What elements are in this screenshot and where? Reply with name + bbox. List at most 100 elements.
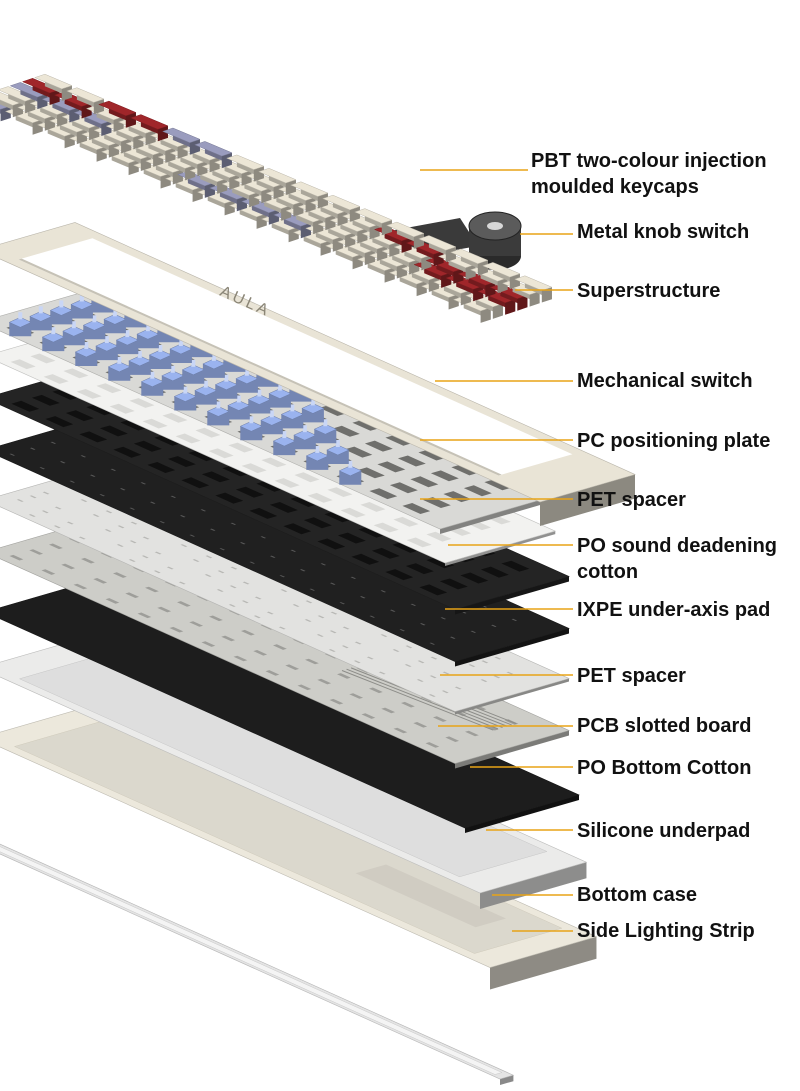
switch-stem — [59, 300, 64, 308]
ixpe-pad-hole — [309, 588, 315, 591]
pet-spacer-top-cutout — [228, 442, 254, 453]
keycap-side — [505, 299, 516, 315]
pet-spacer-top-cutout — [30, 353, 56, 364]
pet-spacer-top-cutout — [241, 463, 267, 474]
keycap-side — [209, 156, 220, 173]
pcb-switch-socket — [177, 601, 191, 607]
keycap-side — [293, 201, 304, 217]
keycap-side — [445, 246, 456, 263]
pcb-switch-socket — [29, 549, 44, 555]
keycap-side — [448, 294, 459, 310]
pet-spacer-hole — [192, 559, 200, 562]
pet-spacer-hole — [428, 694, 436, 697]
switch-stem — [170, 365, 175, 373]
switch-housing-side — [103, 319, 126, 334]
ixpe-pad-hole — [9, 453, 15, 456]
switch-stem — [183, 386, 188, 394]
pet-spacer-hole — [104, 529, 112, 532]
pet-spacer-hole — [41, 510, 49, 514]
pet-spacer-hole — [266, 611, 274, 615]
pc-plate-switch-slot — [410, 476, 439, 488]
keycap-side — [153, 151, 164, 167]
ixpe-pad-hole — [390, 609, 396, 612]
keycap-side — [145, 130, 156, 146]
leader-lines — [420, 169, 573, 932]
keycap-side — [357, 228, 368, 244]
pet-spacer-hole — [29, 495, 37, 499]
ixpe-pad-hole — [380, 590, 387, 593]
po-sound-cotton-cutout — [324, 511, 353, 523]
pcb-switch-socket — [361, 713, 376, 719]
mechanical-switches — [8, 288, 362, 485]
switch-housing-side — [215, 384, 238, 399]
pet-spacer-hole — [66, 521, 74, 525]
po-sound-cotton-cutout — [113, 446, 142, 458]
keycap-side — [204, 182, 215, 198]
switch-housing-side — [293, 435, 316, 450]
switch-stem — [224, 374, 229, 382]
keycap-side — [477, 260, 488, 276]
keycap-side — [253, 166, 264, 182]
pet-spacer-top-cutout — [373, 522, 399, 533]
switch-housing-side — [174, 396, 197, 411]
keycap-side — [101, 120, 112, 136]
switch-stem — [38, 306, 43, 314]
keycap-side — [37, 93, 48, 110]
po-sound-cotton-cutout — [31, 394, 60, 406]
keycap-top — [98, 100, 137, 117]
pet-spacer-hole — [430, 656, 438, 660]
pet-spacer-hole — [154, 551, 162, 555]
callout-label-pet-spacer-top: PET spacer — [577, 489, 686, 511]
pet-spacer-top-cutout — [109, 403, 135, 414]
keycap-side — [517, 295, 528, 311]
layer-stack: AULA — [0, 73, 636, 1085]
pet-spacer-hole — [481, 660, 489, 664]
po-sound-cotton-cutout — [133, 440, 162, 452]
lighting-strip-diffuser — [0, 846, 503, 1075]
keycap-side — [96, 146, 107, 162]
callout-label-po-sound-cotton: cotton — [577, 561, 639, 583]
ixpe-pad-hole — [159, 521, 165, 524]
pet-spacer-bottom-sheet-side-edge — [455, 678, 569, 715]
pet-spacer-hole — [480, 679, 488, 682]
bottom-case-battery-bay — [355, 864, 506, 928]
keycap-side — [25, 97, 36, 114]
pet-spacer-hole — [129, 540, 137, 544]
pet-spacer-hole — [278, 626, 286, 630]
pet-spacer-hole — [405, 645, 413, 649]
ixpe-pad-hole — [170, 495, 177, 498]
po-sound-cotton-cutout — [235, 486, 264, 498]
pc-plate-switch-slot — [397, 455, 426, 467]
keycap-top — [34, 73, 73, 90]
pcb-switch-socket — [433, 716, 447, 722]
ixpe-pad-hole — [39, 467, 45, 470]
lighting-strip-body-side-edge — [500, 1075, 514, 1085]
keycap-side — [364, 249, 375, 266]
switch-stem — [236, 395, 241, 403]
keycap-side — [49, 89, 60, 105]
callout-label-knob: Metal knob switch — [577, 221, 750, 243]
pc-plate-switch-slot — [402, 503, 431, 514]
keycap-top — [418, 235, 457, 251]
switch-stem — [104, 336, 109, 344]
pcb-switch-socket — [73, 583, 88, 590]
pc-plate-switch-slot — [344, 446, 373, 458]
keycap-side — [288, 226, 299, 243]
pet-spacer-hole — [229, 585, 237, 589]
switch-stem — [112, 309, 117, 317]
switch-stem — [211, 353, 216, 361]
keycap-side — [249, 191, 260, 208]
keycap-side — [421, 255, 432, 271]
superstructure: AULA — [0, 222, 636, 526]
pcb-trace — [341, 670, 494, 731]
switch-housing-side — [128, 360, 151, 375]
ixpe-pad-hole — [110, 468, 117, 471]
keycap-top — [482, 262, 521, 278]
keycap-side — [217, 178, 228, 194]
pcb-switch-socket — [401, 701, 415, 708]
ixpe-pad-hole — [260, 536, 267, 539]
po-sound-cotton-cutout — [256, 480, 285, 492]
keycap-side — [325, 214, 336, 231]
pcb-trace — [346, 668, 499, 730]
pet-spacer-top-cutout — [307, 492, 333, 503]
